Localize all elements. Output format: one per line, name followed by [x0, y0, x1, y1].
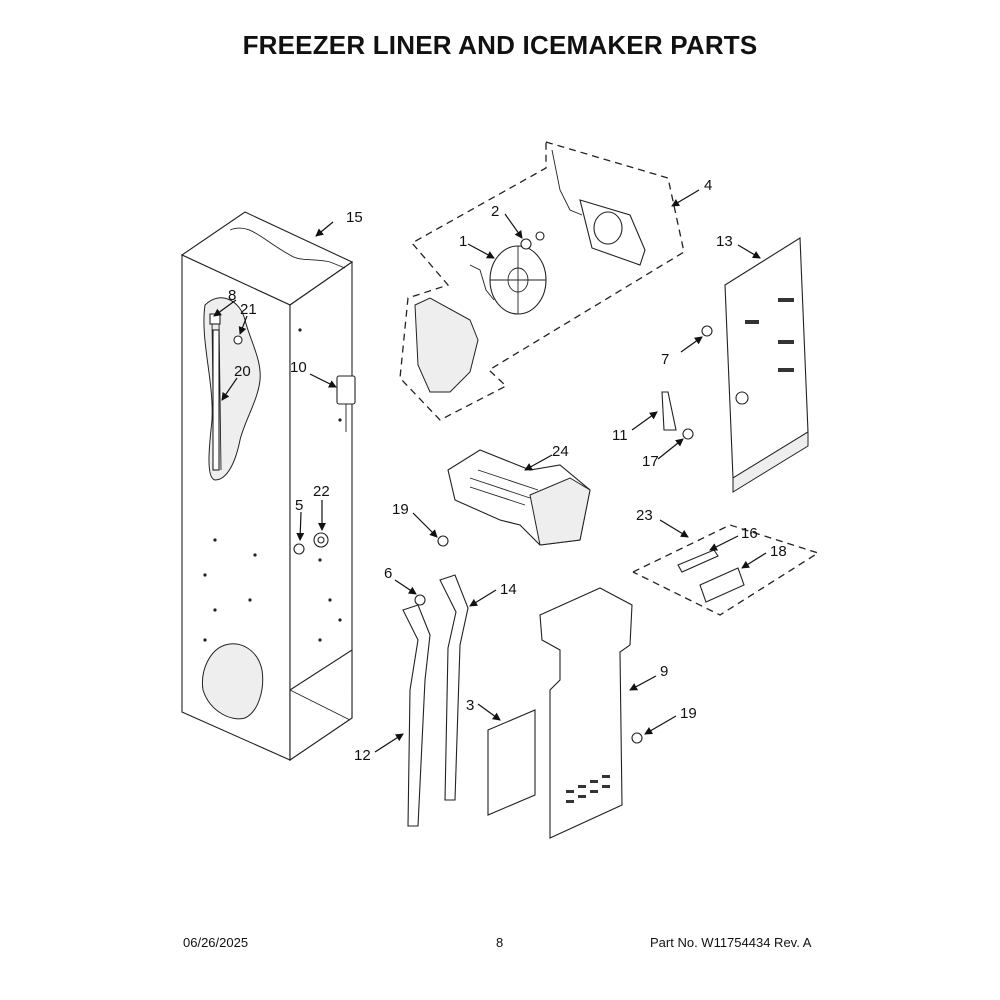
fan-blade-part-1[interactable]	[469, 245, 547, 315]
callout-7: 7	[661, 351, 669, 368]
callout-12: 12	[354, 747, 371, 764]
callout-19-lower: 19	[680, 705, 697, 722]
callout-20: 20	[234, 363, 251, 380]
screw-part-2[interactable]	[520, 231, 545, 250]
screw-part-19-upper[interactable]	[437, 535, 449, 547]
page-title: FREEZER LINER AND ICEMAKER PARTS	[242, 30, 758, 60]
callout-18: 18	[770, 543, 787, 560]
callout-5: 5	[295, 497, 303, 514]
callout-13: 13	[716, 233, 733, 250]
sensor-part-16[interactable]	[677, 549, 719, 573]
grommet-part-22[interactable]	[313, 532, 329, 548]
screw-part-19-lower[interactable]	[631, 732, 643, 744]
callout-24: 24	[552, 443, 569, 460]
cover-panel-part-9[interactable]	[539, 587, 633, 839]
screw-part-17[interactable]	[682, 428, 694, 440]
callout-15: 15	[346, 209, 363, 226]
callout-16: 16	[741, 525, 758, 542]
callout-17: 17	[642, 453, 659, 470]
rail-part-20[interactable]	[212, 329, 220, 471]
screw-part-7[interactable]	[701, 325, 713, 337]
icemaker-part-24[interactable]	[447, 449, 591, 546]
rear-panel-part-13[interactable]	[724, 237, 809, 493]
duct-part-14[interactable]	[439, 574, 469, 801]
evaporator-fan-assembly-part-4[interactable]	[399, 141, 685, 421]
callout-14: 14	[500, 581, 517, 598]
screw-part-21[interactable]	[233, 335, 243, 345]
callout-3: 3	[466, 697, 474, 714]
dispenser-assembly-part-23[interactable]	[632, 524, 820, 616]
callout-1: 1	[459, 233, 467, 250]
footer-part-number: Part No. W11754434 Rev. A	[650, 935, 812, 950]
housing-part-18[interactable]	[699, 567, 745, 603]
screw-part-6[interactable]	[414, 594, 426, 606]
bracket-part-12[interactable]	[402, 604, 431, 827]
callout-2: 2	[491, 203, 499, 220]
fan-housing	[414, 297, 479, 393]
callout-9: 9	[660, 663, 668, 680]
callout-6: 6	[384, 565, 392, 582]
bracket-part-11[interactable]	[661, 391, 677, 431]
footer-date: 06/26/2025	[183, 935, 249, 950]
switch-part-10[interactable]	[336, 375, 356, 432]
footer-page-number: 8	[496, 935, 504, 950]
callout-8: 8	[228, 287, 236, 304]
callout-23: 23	[636, 507, 653, 524]
callout-4: 4	[704, 177, 712, 194]
callout-10: 10	[290, 359, 307, 376]
callout-11: 11	[612, 427, 628, 444]
callout-22: 22	[313, 483, 330, 500]
callout-19-upper: 19	[392, 501, 409, 518]
callout-21: 21	[240, 301, 257, 318]
insulation-pad-part-3[interactable]	[487, 709, 536, 816]
screw-part-5[interactable]	[293, 543, 305, 555]
